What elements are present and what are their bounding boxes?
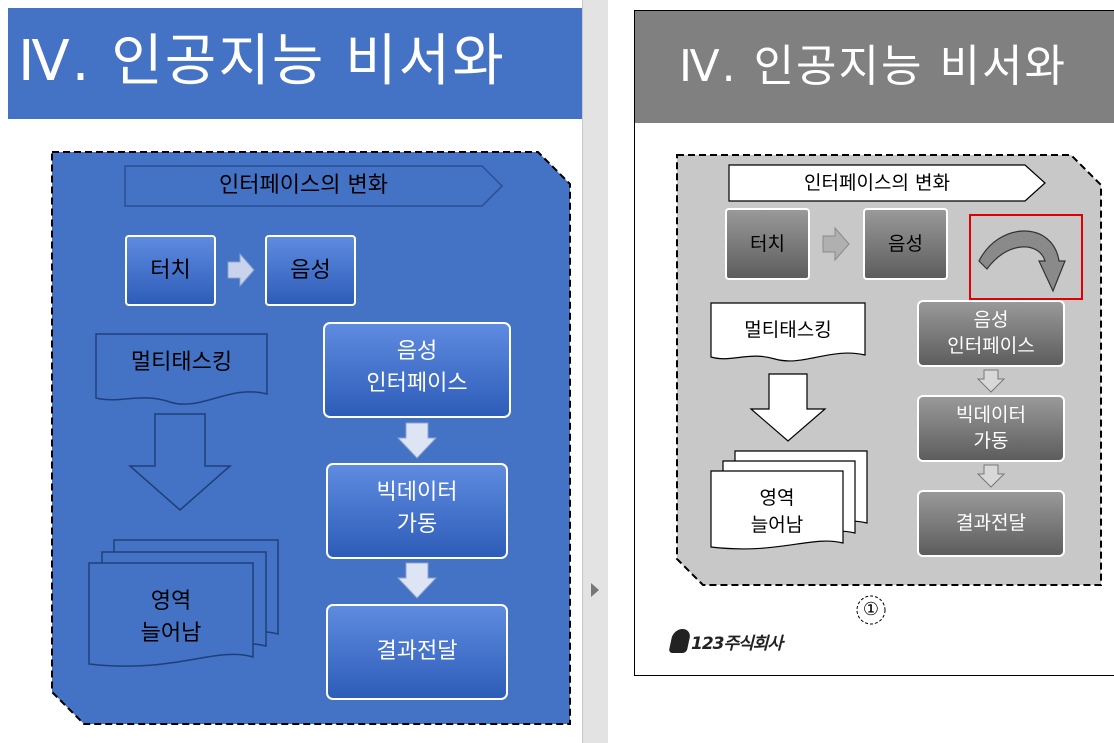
triangle-right-icon[interactable]	[591, 583, 599, 597]
page-marker-circle	[856, 595, 886, 625]
right-slide[interactable]: Ⅳ. 인공지능 비서와 인터페이스의 변화 터치 음성 멀티태스킹 음	[634, 10, 1114, 676]
right-multitask-doc	[710, 302, 866, 362]
left-title-bar	[8, 8, 582, 119]
right-voice-label: 음성	[888, 233, 923, 255]
right-bigdata-line1: 빅데이터	[956, 404, 1026, 426]
right-bigdata-line2: 가동	[973, 430, 1009, 452]
left-area-line2: 늘어남	[140, 621, 202, 646]
curved-arrow-icon	[978, 230, 1066, 293]
right-title: Ⅳ. 인공지능 비서와	[679, 41, 1067, 92]
right-diagram-svg	[676, 154, 1102, 625]
right-voice-interface-line2: 인터페이스	[947, 335, 1035, 357]
left-bigdata-line1: 빅데이터	[376, 480, 458, 505]
left-voice-box	[265, 235, 356, 306]
left-touch-box	[125, 235, 216, 306]
left-multitask-doc	[95, 333, 268, 405]
right-stack-doc-1	[710, 470, 844, 550]
left-deliver-label: 결과전달	[376, 639, 458, 664]
page-marker: ①	[862, 599, 880, 620]
company-logo: 123주식회사	[668, 626, 783, 656]
right-banner-label: 인터페이스의 변화	[804, 172, 950, 194]
right-touch-box	[725, 208, 810, 280]
right-big-down-arrow-icon	[749, 373, 827, 442]
left-bigdata-line2: 가동	[396, 512, 438, 537]
right-deliver-label: 결과전달	[956, 512, 1026, 534]
left-title: Ⅳ. 인공지능 비서와	[18, 29, 506, 94]
left-stack-doc-1	[88, 562, 254, 667]
left-down-arrow-1-icon	[396, 422, 438, 459]
left-multitask-label: 멀티태스킹	[130, 350, 233, 375]
right-voice-interface-label: 음성 인터페이스	[918, 307, 1064, 359]
right-bigdata-box	[917, 395, 1065, 462]
logo-mark-icon	[668, 629, 692, 653]
right-voice-interface-line1: 음성	[973, 309, 1009, 331]
right-area-line2: 늘어남	[750, 514, 804, 536]
left-banner-shape	[124, 165, 504, 207]
left-voice-interface-line2: 인터페이스	[366, 371, 468, 396]
right-voice-box	[863, 208, 948, 280]
left-right-arrow-icon	[227, 252, 255, 288]
right-title-bar	[635, 11, 1114, 123]
left-voice-interface-label: 음성 인터페이스	[324, 336, 510, 400]
left-area-label: 영역 늘어남	[89, 586, 253, 650]
left-voice-interface-line1: 음성	[396, 339, 438, 364]
logo-text: 123주식회사	[691, 633, 783, 654]
left-down-arrow-2-icon	[396, 562, 438, 599]
left-banner-label: 인터페이스의 변화	[219, 173, 388, 198]
right-multitask-label: 멀티태스킹	[744, 319, 832, 341]
right-touch-label: 터치	[750, 233, 785, 255]
slide-gutter	[582, 0, 608, 743]
right-down-arrow-2-icon	[976, 464, 1006, 488]
right-down-arrow-1-icon	[976, 369, 1006, 393]
right-bigdata-label: 빅데이터 가동	[918, 402, 1064, 454]
left-voice-interface-box	[323, 322, 511, 418]
left-bigdata-label: 빅데이터 가동	[327, 477, 507, 541]
right-deliver-box	[917, 490, 1065, 557]
right-area-label: 영역 늘어남	[711, 485, 843, 539]
left-voice-label: 음성	[290, 258, 331, 283]
left-diagram-svg	[51, 151, 571, 725]
left-area-line1: 영역	[150, 589, 192, 614]
right-banner-shape	[728, 164, 1046, 202]
left-slide[interactable]: Ⅳ. 인공지능 비서와 인터페이스의 변화 터치	[0, 0, 582, 743]
left-bigdata-box	[326, 463, 508, 559]
right-voice-interface-box	[917, 300, 1065, 367]
left-big-down-arrow-icon	[128, 413, 232, 511]
gutter-edge	[582, 0, 583, 743]
right-right-arrow-icon	[822, 226, 850, 262]
left-deliver-box	[326, 604, 508, 700]
left-touch-label: 터치	[150, 258, 191, 283]
right-highlight-box	[969, 214, 1083, 300]
right-area-line1: 영역	[759, 487, 795, 509]
